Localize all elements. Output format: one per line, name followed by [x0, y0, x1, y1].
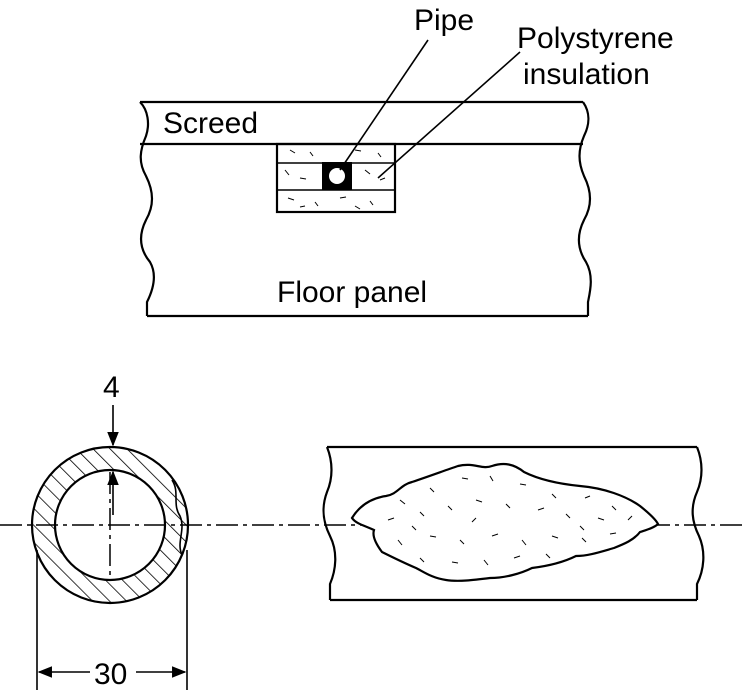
pipe-side-right-break [691, 446, 705, 600]
right-break-line [577, 101, 592, 316]
diameter-label: 30 [94, 658, 127, 691]
pipe-leader-line [339, 39, 429, 171]
pipe-side-left-break [322, 446, 337, 600]
floor-section: Pipe Polystyrene insulation Screed Floor… [139, 4, 674, 318]
left-break-line [139, 101, 155, 316]
pipe-inner-wall [53, 468, 167, 582]
pipe-bore [329, 168, 345, 184]
pipe-side-view [322, 445, 705, 602]
insulation-leader-line [377, 51, 521, 179]
pipe-outer-wall [30, 445, 190, 605]
pipe-label: Pipe [414, 4, 474, 37]
insulation-speckle [284, 149, 386, 210]
wall-break-mark [171, 479, 183, 556]
wall-thickness-label: 4 [103, 371, 120, 404]
pipe-cross-section: 4 30 [30, 371, 190, 691]
insulation-label-line1: Polystyrene [517, 22, 674, 55]
polystyrene-insulation-block [275, 142, 397, 214]
insulation-label-line2: insulation [523, 58, 650, 91]
floor-panel-label: Floor panel [277, 276, 427, 309]
screed-label: Screed [163, 107, 258, 140]
deposit-speckle [387, 475, 633, 566]
pipe-deposit-blockage [350, 462, 660, 582]
